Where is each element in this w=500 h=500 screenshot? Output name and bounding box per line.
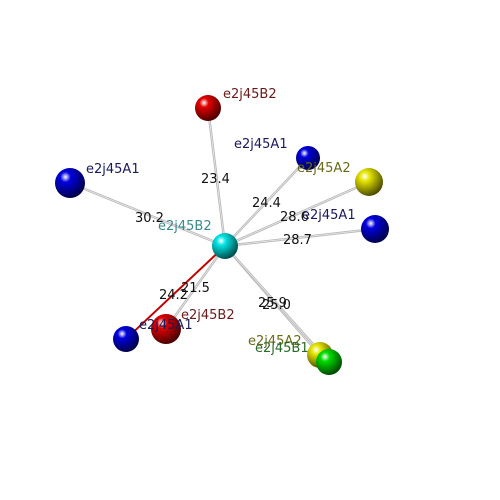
atom-n7 xyxy=(151,314,181,344)
atom-n2 xyxy=(296,146,320,170)
bond-line-n6 xyxy=(125,245,226,340)
bond-highlight-n2 xyxy=(224,157,309,247)
bond-highlight-n3 xyxy=(224,181,370,247)
atom-label-n4: e2j45A1 xyxy=(302,208,356,223)
atom-n3 xyxy=(355,168,383,196)
distance-label-n5: 30.2 xyxy=(135,211,164,226)
distance-label-n1: 23.4 xyxy=(201,172,230,187)
distance-label-n4: 28.7 xyxy=(283,233,312,248)
bond-highlight-n5 xyxy=(69,182,226,247)
label-layer: 23.4 24.428.6 28.7 30.2 24.221.5 25.925.0 e2j4… xyxy=(86,87,356,356)
atom-label-n7: e2j45B2 xyxy=(181,308,235,323)
atom-layer xyxy=(55,95,389,375)
bond-highlight-n9 xyxy=(224,245,330,363)
distance-label-n9: 25.0 xyxy=(262,298,291,313)
bond-layer xyxy=(69,107,376,363)
bond-highlight-n1 xyxy=(207,107,226,247)
bond-highlight-n4 xyxy=(224,228,376,247)
bond-highlight-n7 xyxy=(165,245,226,330)
atom-label-center: e2j45B2 xyxy=(158,219,212,234)
atom-label-n8: e2j45A2 xyxy=(248,334,302,349)
atom-label-n6: e2j45A1 xyxy=(139,318,193,333)
atom-n4 xyxy=(361,215,389,243)
distance-label-n8: 25.9 xyxy=(258,296,287,311)
atom-n6 xyxy=(113,326,139,352)
distance-label-n6: 24.2 xyxy=(159,288,188,303)
distance-label-n2: 24.4 xyxy=(252,196,281,211)
atom-label-n9: e2j45B1 xyxy=(255,341,309,356)
atom-label-n3: e2j45A2 xyxy=(297,161,351,176)
atom-center xyxy=(212,233,238,259)
atom-n5 xyxy=(55,168,85,198)
atom-label-n5: e2j45A1 xyxy=(86,162,140,177)
atom-n9 xyxy=(316,349,342,375)
atom-label-n1: e2j45B2 xyxy=(223,87,277,102)
distance-label-n3: 28.6 xyxy=(280,210,309,225)
distance-label-n7: 21.5 xyxy=(181,281,210,296)
atom-n1 xyxy=(195,95,221,121)
atom-label-n2: e2j45A1 xyxy=(234,137,288,152)
